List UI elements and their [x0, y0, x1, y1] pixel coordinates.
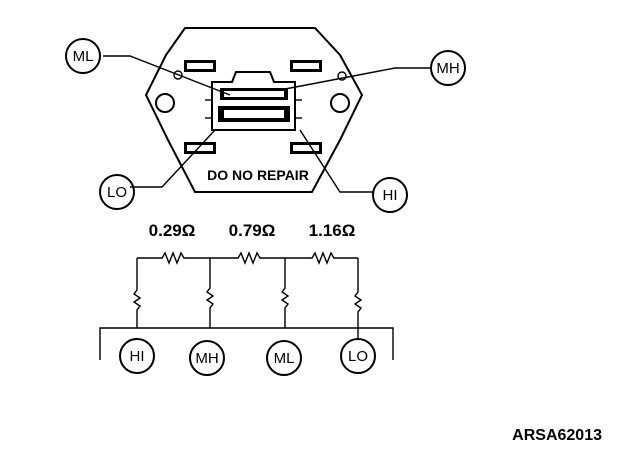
connector	[205, 71, 302, 131]
terminal-ml: ML	[266, 340, 302, 376]
mounting-hole-left	[155, 93, 175, 113]
connector-bracket	[99, 327, 394, 360]
terminal-lo: LO	[340, 338, 376, 374]
leg-mh	[205, 258, 215, 328]
leg-ml	[280, 258, 290, 328]
mounting-hole-right	[330, 93, 350, 113]
callout-leaders	[103, 55, 430, 193]
leg-lo	[353, 258, 363, 340]
callout-mh: MH	[430, 50, 466, 86]
terminal-mh: MH	[189, 340, 225, 376]
terminal-hi: HI	[119, 338, 155, 374]
terminal-label: MH	[195, 350, 218, 367]
module-plate	[144, 27, 364, 193]
terminal-lo-label: LO	[107, 184, 127, 201]
terminal-label: ML	[274, 350, 295, 367]
corner-dot	[173, 70, 183, 80]
terminal-hi-label: HI	[383, 187, 398, 204]
resistor-value-2: 0.79Ω	[229, 221, 276, 240]
figure-code: ARSA62013	[512, 427, 602, 444]
resistor-module: DO NO REPAIR	[144, 27, 364, 193]
callout-lo: LO	[99, 174, 135, 210]
terminal-label: HI	[130, 348, 145, 365]
terminal-ml-label: ML	[73, 48, 94, 65]
corner-dot	[337, 71, 347, 81]
resistor-value-3: 1.16Ω	[309, 221, 356, 240]
leg-hi	[132, 258, 142, 328]
terminal-label: LO	[348, 348, 368, 365]
callout-hi: HI	[372, 177, 408, 213]
callout-ml: ML	[65, 38, 101, 74]
resistor-value-1: 0.29Ω	[149, 221, 196, 240]
do-not-repair-label: DO NO REPAIR	[207, 167, 309, 183]
terminal-mh-label: MH	[436, 60, 459, 77]
resistor-network	[99, 251, 394, 360]
